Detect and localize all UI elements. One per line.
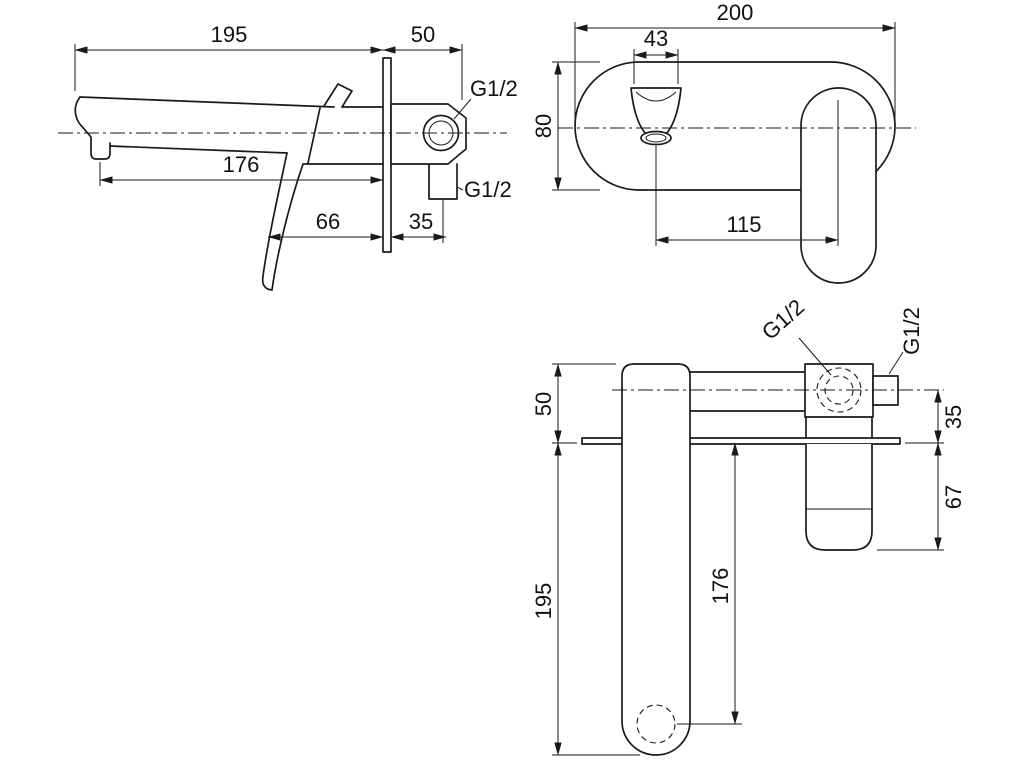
- dim-176-plan: 176: [677, 442, 742, 725]
- leader-line: [798, 337, 832, 376]
- valve-through-wall: [805, 416, 873, 439]
- thread-label-bottom-side: G1/2: [456, 177, 512, 202]
- extension-lines: [552, 363, 616, 444]
- aerator-dashed-circle: [636, 704, 676, 744]
- dim-label-176-side: 176: [223, 152, 260, 177]
- dim-label-115: 115: [726, 212, 761, 237]
- dim-195-plan: 195: [531, 442, 640, 756]
- leader-line: [453, 98, 472, 120]
- spout-inner-arc: [635, 91, 677, 102]
- spout-front: [630, 87, 682, 146]
- thread-label-g12-top: G1/2: [470, 76, 518, 101]
- bottom-outlet: [428, 163, 458, 200]
- dim-80-front: 80: [531, 61, 600, 191]
- plan-view: G1/2 G1/2 50 35 67 195: [531, 294, 966, 756]
- thread-label-g12-inlet: G1/2: [757, 294, 809, 344]
- dim-35-side: 35: [390, 209, 447, 241]
- body-bar-plan: [689, 371, 806, 412]
- spout-plan: [621, 363, 691, 756]
- dim-195-side: 195: [74, 22, 384, 91]
- handle-blade: [261, 152, 384, 291]
- dim-50-side: 50: [382, 22, 463, 100]
- dim-label-35-plan: 35: [941, 405, 966, 429]
- dim-label-50-side: 50: [411, 22, 435, 47]
- dim-label-35-side: 35: [409, 209, 433, 234]
- leader-line: [888, 351, 904, 375]
- wall-plate-plan: [581, 437, 901, 445]
- extension-lines: [574, 22, 896, 120]
- dim-label-67-plan: 67: [941, 485, 966, 509]
- thread-label-top-side: G1/2: [453, 76, 518, 120]
- dim-label-195-plan: 195: [531, 583, 556, 620]
- spout-top-edge: [79, 96, 335, 108]
- thread-label-side-port-plan: G1/2: [888, 307, 924, 375]
- dim-label-80: 80: [531, 114, 556, 138]
- dim-200-front: 200: [574, 0, 896, 120]
- front-view: 200 43 80 115: [531, 0, 916, 284]
- spout-bottom-edge: [109, 145, 288, 154]
- dim-115-front: 115: [655, 212, 839, 244]
- dim-label-195-side: 195: [211, 22, 248, 47]
- dim-67-plan: 67: [877, 442, 966, 551]
- thread-label-g12-bottom: G1/2: [464, 177, 512, 202]
- dim-label-176-plan: 176: [708, 568, 733, 605]
- dim-176-side: 176: [99, 152, 384, 186]
- handle-lever-top: [323, 83, 384, 108]
- thread-label-g12-side: G1/2: [899, 307, 924, 355]
- dim-label-200: 200: [717, 0, 754, 25]
- side-view-outline: [74, 57, 467, 291]
- spout-tip-and-aerator: [74, 96, 111, 160]
- dim-43-front: 43: [633, 26, 679, 84]
- aerator-front-inner: [645, 133, 667, 143]
- aerator-front: [640, 130, 672, 146]
- side-view: 195 50 176 66 35 G1/2 G1/2: [58, 22, 518, 291]
- valve-below-wall: [805, 444, 873, 551]
- wall-plate-edge: [382, 57, 392, 253]
- dim-label-43: 43: [644, 26, 668, 51]
- dim-label-50-plan: 50: [531, 392, 556, 416]
- valve-cup-outline: [805, 444, 873, 551]
- dim-50-plan: 50: [531, 363, 616, 444]
- dim-label-66-side: 66: [316, 209, 340, 234]
- body-joint-line: [307, 107, 321, 164]
- leader-line: [456, 186, 464, 191]
- thread-label-inlet-plan: G1/2: [757, 294, 832, 376]
- dim-66-side: 66: [267, 209, 384, 241]
- dim-35-plan: 35: [905, 389, 966, 444]
